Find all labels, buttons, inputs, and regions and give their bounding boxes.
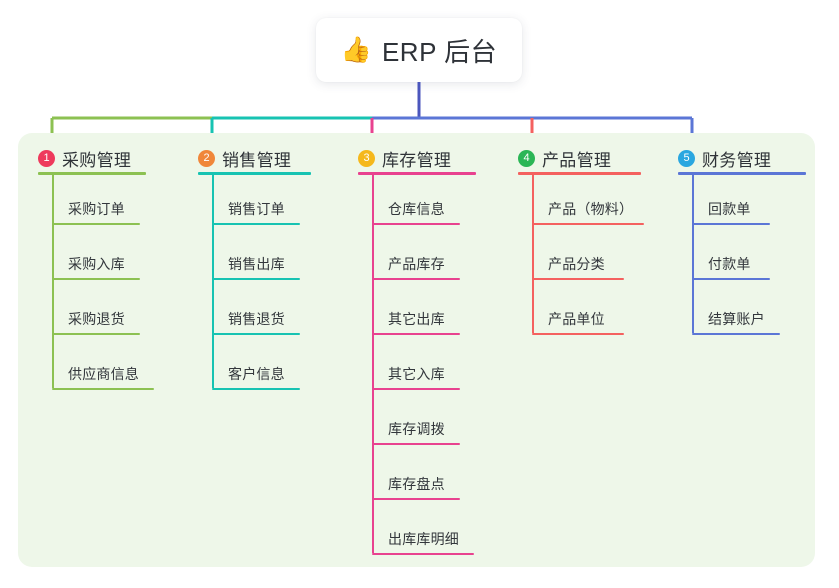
branch-child-underline bbox=[52, 388, 154, 390]
branch-child-label: 销售订单 bbox=[228, 201, 285, 217]
branch-header-库存管理[interactable]: 3 库存管理 bbox=[358, 146, 451, 171]
branch-child-label: 客户信息 bbox=[228, 366, 285, 382]
branch-underline bbox=[358, 172, 476, 175]
branch-underline bbox=[198, 172, 311, 175]
branch-title: 财务管理 bbox=[702, 151, 772, 170]
branch-stem bbox=[372, 173, 374, 553]
branch-child-item[interactable]: 采购退货 bbox=[52, 307, 140, 335]
branch-child-label: 产品（物料） bbox=[548, 201, 634, 217]
branch-child-underline bbox=[372, 223, 460, 225]
root-title: ERP 后台 bbox=[381, 36, 498, 67]
branch-child-label: 付款单 bbox=[708, 256, 751, 272]
branch-child-item[interactable]: 仓库信息 bbox=[372, 197, 460, 225]
branch-child-item[interactable]: 产品分类 bbox=[532, 252, 624, 280]
branch-child-item[interactable]: 出库库明细 bbox=[372, 527, 474, 555]
branch-child-underline bbox=[532, 278, 624, 280]
branch-child-underline bbox=[532, 223, 644, 225]
branch-child-item[interactable]: 其它出库 bbox=[372, 307, 460, 335]
branch-child-item[interactable]: 其它入库 bbox=[372, 362, 460, 390]
branch-title: 销售管理 bbox=[222, 151, 292, 170]
branch-child-item[interactable]: 结算账户 bbox=[692, 307, 780, 335]
branch-child-label: 产品分类 bbox=[548, 256, 605, 272]
branch-child-underline bbox=[692, 223, 770, 225]
branch-child-underline bbox=[52, 223, 140, 225]
branch-header-采购管理[interactable]: 1 采购管理 bbox=[38, 146, 131, 171]
branch-child-underline bbox=[372, 553, 474, 555]
branch-header-销售管理[interactable]: 2 销售管理 bbox=[198, 146, 291, 171]
branch-child-underline bbox=[372, 443, 460, 445]
branch-stem bbox=[532, 173, 534, 333]
branch-child-label: 其它入库 bbox=[388, 366, 445, 382]
root-node[interactable]: 👍 ERP 后台 bbox=[316, 18, 522, 82]
branch-child-underline bbox=[52, 278, 140, 280]
branch-number-badge: 5 bbox=[678, 150, 695, 167]
branch-child-label: 产品单位 bbox=[548, 311, 605, 327]
branch-child-underline bbox=[372, 388, 460, 390]
branch-child-label: 仓库信息 bbox=[388, 201, 445, 217]
branch-title: 产品管理 bbox=[542, 151, 612, 170]
thumbs-up-icon: 👍 bbox=[340, 35, 372, 64]
branch-underline bbox=[518, 172, 641, 175]
branch-child-underline bbox=[212, 388, 300, 390]
branch-child-underline bbox=[532, 333, 624, 335]
branch-child-item[interactable]: 产品（物料） bbox=[532, 197, 644, 225]
branch-child-label: 采购订单 bbox=[68, 201, 125, 217]
branch-number-badge: 2 bbox=[198, 150, 215, 167]
branch-child-label: 回款单 bbox=[708, 201, 751, 217]
branch-underline bbox=[678, 172, 806, 175]
branch-header-产品管理[interactable]: 4 产品管理 bbox=[518, 146, 611, 171]
branch-child-item[interactable]: 客户信息 bbox=[212, 362, 300, 390]
branch-child-label: 供应商信息 bbox=[68, 366, 139, 382]
branch-child-label: 库存调拨 bbox=[388, 421, 445, 437]
branch-underline bbox=[38, 172, 146, 175]
branch-child-item[interactable]: 产品单位 bbox=[532, 307, 624, 335]
branch-panel: 1 采购管理采购订单采购入库采购退货供应商信息 2 销售管理销售订单销售出库销售退货客… bbox=[18, 133, 815, 567]
branch-child-item[interactable]: 采购订单 bbox=[52, 197, 140, 225]
branch-child-label: 采购退货 bbox=[68, 311, 125, 327]
branch-number-badge: 3 bbox=[358, 150, 375, 167]
branch-child-label: 结算账户 bbox=[708, 311, 765, 327]
branch-child-item[interactable]: 回款单 bbox=[692, 197, 770, 225]
branch-number-badge: 1 bbox=[38, 150, 55, 167]
branch-child-underline bbox=[212, 333, 300, 335]
branch-child-label: 采购入库 bbox=[68, 256, 125, 272]
branch-child-item[interactable]: 销售退货 bbox=[212, 307, 300, 335]
branch-child-label: 库存盘点 bbox=[388, 476, 445, 492]
branch-header-财务管理[interactable]: 5 财务管理 bbox=[678, 146, 771, 171]
branch-child-underline bbox=[372, 333, 460, 335]
branch-child-label: 销售出库 bbox=[228, 256, 285, 272]
branch-child-underline bbox=[52, 333, 140, 335]
branch-child-underline bbox=[372, 498, 460, 500]
branch-child-item[interactable]: 供应商信息 bbox=[52, 362, 154, 390]
branch-stem bbox=[692, 173, 694, 333]
branch-child-label: 销售退货 bbox=[228, 311, 285, 327]
branch-title: 采购管理 bbox=[62, 151, 132, 170]
branch-child-underline bbox=[692, 333, 780, 335]
branch-child-item[interactable]: 库存盘点 bbox=[372, 472, 460, 500]
branch-child-item[interactable]: 采购入库 bbox=[52, 252, 140, 280]
branch-stem bbox=[52, 173, 54, 388]
branch-number-badge: 4 bbox=[518, 150, 535, 167]
branch-title: 库存管理 bbox=[382, 151, 452, 170]
branch-stem bbox=[212, 173, 214, 388]
branch-child-item[interactable]: 产品库存 bbox=[372, 252, 460, 280]
branch-child-underline bbox=[692, 278, 770, 280]
branch-child-label: 产品库存 bbox=[388, 256, 445, 272]
branch-child-underline bbox=[212, 223, 300, 225]
branch-child-item[interactable]: 销售订单 bbox=[212, 197, 300, 225]
branch-child-item[interactable]: 库存调拨 bbox=[372, 417, 460, 445]
branch-child-underline bbox=[372, 278, 460, 280]
branch-child-item[interactable]: 销售出库 bbox=[212, 252, 300, 280]
branch-child-item[interactable]: 付款单 bbox=[692, 252, 770, 280]
branch-child-label: 出库库明细 bbox=[388, 531, 459, 547]
branch-child-underline bbox=[212, 278, 300, 280]
branch-child-label: 其它出库 bbox=[388, 311, 445, 327]
